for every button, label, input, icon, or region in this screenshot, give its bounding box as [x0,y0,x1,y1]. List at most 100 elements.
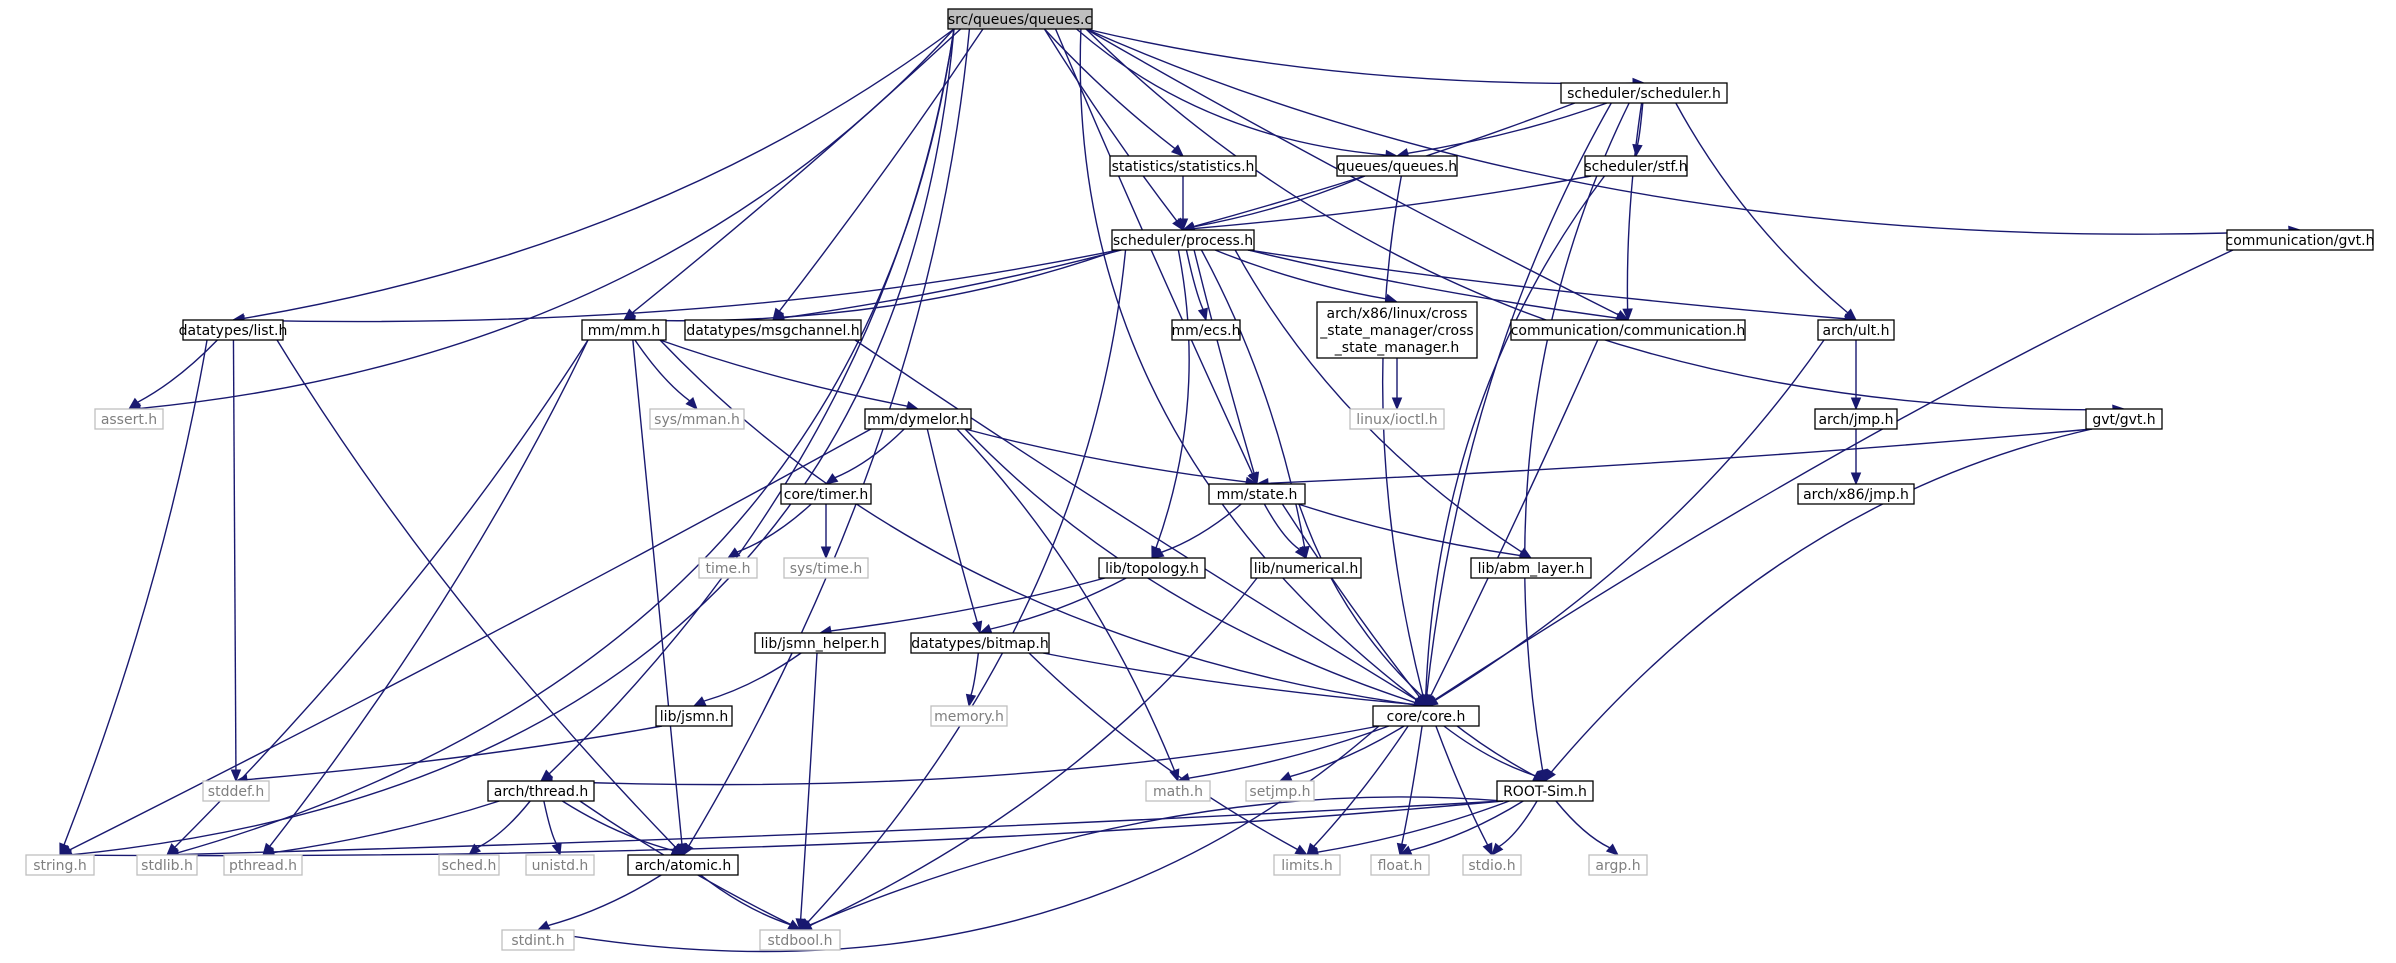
node-queues-queues-h[interactable]: queues/queues.h [1336,155,1458,177]
edge-line [659,339,1416,706]
edge-root-to-msgch [772,28,984,322]
edge-core-to-setjmp [1278,725,1405,782]
edge-line [1434,249,2234,701]
node-box [759,929,841,951]
node-lib-jsmn-helper-h[interactable]: lib/jsmn_helper.h [754,632,886,654]
edge-line [1214,249,1387,300]
node-src-queues-queues-c: src/queues/queues.c [947,8,1093,30]
node-communication-gvt-h[interactable]: communication/gvt.h [2226,229,2375,251]
edge-state-to-abm [1297,503,1533,561]
arrowhead [127,397,142,410]
edge-line [1193,249,1255,474]
node-datatypes-list-h[interactable]: datatypes/list.h [179,319,288,341]
node-arch-x86-linux-cross-state-manager-cross-state-manager-h[interactable]: arch/x86/linux/cross_state_manager/cross… [1316,301,1478,359]
node-gvt-gvt-h[interactable]: gvt/gvt.h [2085,408,2163,430]
edge-line [1317,800,1510,853]
edge-line [1550,428,2093,773]
edge-root-to-list [231,28,955,324]
node-label: stdbool.h [768,933,833,949]
edge-line [1200,249,1306,548]
node-datatypes-msgchannel-h[interactable]: datatypes/msgchannel.h [684,319,862,341]
edge-core-to-rootsim [1443,725,1547,782]
node-box [864,408,972,430]
edge-line [799,652,818,920]
node-statistics-statistics-h[interactable]: statistics/statistics.h [1109,155,1257,177]
node-label: float.h [1378,858,1423,874]
edge-line [1185,249,1204,310]
edge-line [548,28,955,775]
arrowhead [1850,397,1862,411]
node-box [487,780,595,802]
edge-gvth-to-state [1255,428,2093,489]
node-box [136,854,198,876]
node-mm-dymelor-h[interactable]: mm/dymelor.h [864,408,972,430]
node-lib-jsmn-h[interactable]: lib/jsmn.h [655,705,733,727]
node-box [1370,854,1430,876]
node-box [930,705,1008,727]
edge-process-to-ecs [1185,249,1208,322]
node-label: src/queues/queues.c [948,12,1092,28]
edge-list-to-stddef [230,339,242,783]
arrowhead [1248,471,1260,486]
node-lib-abm-layer-h[interactable]: lib/abm_layer.h [1470,557,1592,579]
node-box [1098,557,1206,579]
node-box [25,854,95,876]
arrowhead [1491,842,1504,857]
node-arch-jmp-h[interactable]: arch/jmp.h [1814,408,1898,430]
node-label: gvt/gvt.h [2092,412,2155,428]
edge-line [177,28,955,854]
node-box [94,408,164,430]
node-label: scheduler/process.h [1113,233,1253,249]
node-arch-atomic-h[interactable]: arch/atomic.h [627,854,739,876]
edge-line [139,28,955,410]
edge-line [1430,339,1599,697]
node-label: scheduler/stf.h [1584,159,1687,175]
node-label: pthread.h [229,858,297,874]
edge-process-to-msgch [771,249,1122,323]
edge-line [1425,175,1606,696]
node-core-core-h[interactable]: core/core.h [1372,705,1480,727]
node-core-timer-h[interactable]: core/timer.h [780,483,872,505]
arrowhead [1850,472,1862,486]
node-label: datatypes/bitmap.h [911,636,1049,652]
edge-line [1188,725,1390,779]
node-lib-topology-h[interactable]: lib/topology.h [1098,557,1206,579]
node-lib-numerical-h[interactable]: lib/numerical.h [1250,557,1362,579]
node-label: lib/jsmn_helper.h [761,636,880,652]
node-limits-h: limits.h [1273,854,1341,876]
node-mm-state-h[interactable]: mm/state.h [1208,483,1306,505]
node-box [649,408,745,430]
node-scheduler-stf-h[interactable]: scheduler/stf.h [1584,155,1688,177]
node-arch-x86-jmp-h[interactable]: arch/x86/jmp.h [1797,483,1915,505]
node-scheduler-process-h[interactable]: scheduler/process.h [1111,229,1255,251]
node-arch-ult-h[interactable]: arch/ult.h [1817,319,1895,341]
edge-stf-to-core [1420,175,1606,708]
node-label: statistics/statistics.h [1112,159,1255,175]
node-scheduler-scheduler-h[interactable]: scheduler/scheduler.h [1560,82,1728,104]
edge-line [1076,28,1387,156]
node-label: arch/x86/linux/cross [1327,306,1468,322]
arrowhead [1622,308,1633,322]
node-box [1245,780,1315,802]
node-communication-communication-h[interactable]: communication/communication.h [1510,319,1746,341]
node-root-sim-h[interactable]: ROOT-Sim.h [1496,780,1594,802]
node-mm-ecs-h[interactable]: mm/ecs.h [1171,319,1241,341]
node-box [1316,301,1478,359]
edge-line [243,249,1119,323]
edge-line [1247,249,1846,320]
node-mm-mm-h[interactable]: mm/mm.h [581,319,667,341]
edge-root-to-sched [1085,28,1646,89]
node-box [1273,854,1341,876]
edge-sched-to-rootsim [1523,102,1630,783]
edge-mmh-to-sysmman [634,339,698,410]
arrowhead [820,546,832,560]
edge-process-to-numerical [1200,249,1310,560]
node-label: stddef.h [208,784,264,800]
arrowhead [1150,547,1165,559]
node-datatypes-bitmap-h[interactable]: datatypes/bitmap.h [910,632,1050,654]
edge-dymelor-to-timer [824,428,905,485]
node-box [1171,319,1241,341]
node-arch-thread-h[interactable]: arch/thread.h [487,780,595,802]
edge-line [1193,175,1592,230]
edge-line [1407,102,1608,154]
